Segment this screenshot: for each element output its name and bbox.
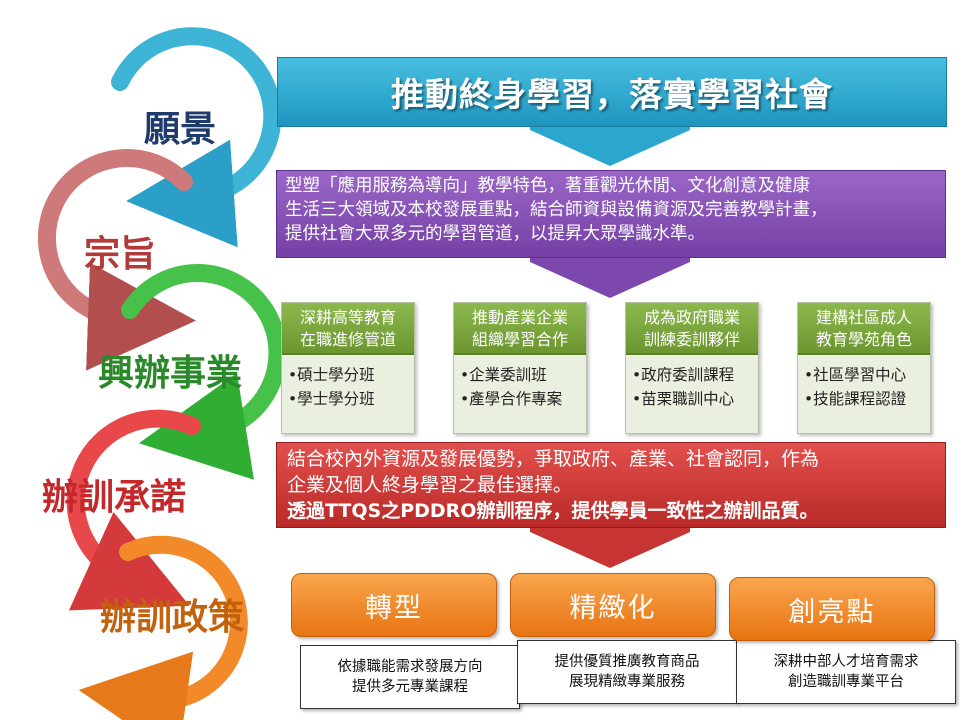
policy-refinement: 精緻化: [510, 573, 716, 637]
purpose-ring-arrow: [37, 149, 196, 371]
business-card-items: •企業委訓班 •產學合作專案: [454, 355, 586, 411]
business-card-title: 推動產業企業 組織學習合作: [454, 303, 586, 355]
commitment-line: 透過TTQS之PDDRO辦訓程序，提供學員一致性之辦訓品質。: [287, 500, 819, 522]
commitment-ring-arrow: [66, 409, 201, 611]
business-ring-arrow: [121, 264, 287, 480]
list-item: •企業委訓班: [460, 366, 547, 384]
business-card-government: 成為政府職業 訓練委訓夥伴 •政府委訓課程 •苗栗職訓中心: [625, 302, 759, 434]
list-item: •社區學習中心: [804, 366, 907, 384]
list-item: •學士學分班: [288, 390, 375, 408]
vision-ring-arrow: [111, 27, 282, 248]
business-card-items: •碩士學分班 •學士學分班: [282, 355, 414, 411]
business-card-items: •政府委訓課程 •苗栗職訓中心: [626, 355, 758, 411]
purpose-down-arrow: [530, 256, 690, 298]
policy-transformation: 轉型: [291, 573, 497, 637]
policy-desc-highlight: 深耕中部人才培育需求 創造職訓專業平台: [736, 640, 956, 704]
purpose-line: 提供社會大眾多元的學習管道，以提昇大眾學識水準。: [285, 224, 705, 244]
vision-label: 願景: [144, 109, 217, 150]
business-label: 興辦事業: [98, 353, 243, 394]
policy-highlight: 創亮點: [729, 577, 935, 641]
business-card-title: 成為政府職業 訓練委訓夥伴: [626, 303, 758, 355]
purpose-banner: 型塑「應用服務為導向」教學特色，著重觀光休閒、文化創意及健康 生活三大領域及本校…: [276, 170, 946, 258]
list-item: •政府委訓課程: [632, 366, 735, 384]
cycle-arrows: [37, 27, 287, 720]
business-card-items: •社區學習中心 •技能課程認證: [798, 355, 930, 411]
commitment-line: 結合校內外資源及發展優勢，爭取政府、產業、社會認同，作為: [287, 448, 820, 470]
business-card-title: 深耕高等教育 在職進修管道: [282, 303, 414, 355]
business-card-industry: 推動產業企業 組織學習合作 •企業委訓班 •產學合作專案: [453, 302, 587, 434]
commitment-label: 辦訓承諾: [42, 477, 187, 518]
list-item: •技能課程認證: [804, 390, 907, 408]
list-item: •碩士學分班: [288, 366, 375, 384]
business-card-higher-education: 深耕高等教育 在職進修管道 •碩士學分班 •學士學分班: [281, 302, 415, 434]
vision-down-arrow: [530, 124, 690, 166]
list-item: •產學合作專案: [460, 390, 563, 408]
policy-desc-transformation: 依據職能需求發展方向 提供多元專業課程: [300, 645, 520, 709]
list-item: •苗栗職訓中心: [632, 390, 735, 408]
vision-banner: 推動終身學習，落實學習社會: [277, 57, 947, 127]
purpose-line: 型塑「應用服務為導向」教學特色，著重觀光休閒、文化創意及健康: [285, 176, 810, 196]
commitment-banner: 結合校內外資源及發展優勢，爭取政府、產業、社會認同，作為 企業及個人終身學習之最…: [276, 442, 946, 528]
business-card-title: 建構社區成人 教育學苑角色: [798, 303, 930, 355]
policy-label: 辦訓政策: [100, 597, 245, 638]
business-card-community: 建構社區成人 教育學苑角色 •社區學習中心 •技能課程認證: [797, 302, 931, 434]
purpose-label: 宗旨: [84, 234, 157, 275]
commitment-line: 企業及個人終身學習之最佳選擇。: [287, 474, 573, 496]
commitment-down-arrow: [530, 526, 690, 568]
policy-desc-refinement: 提供優質推廣教育商品 展現精緻專業服務: [517, 640, 737, 704]
policy-ring-arrow: [78, 535, 248, 720]
purpose-line: 生活三大領域及本校發展重點，結合師資與設備資源及完善教學計畫，: [285, 200, 828, 220]
